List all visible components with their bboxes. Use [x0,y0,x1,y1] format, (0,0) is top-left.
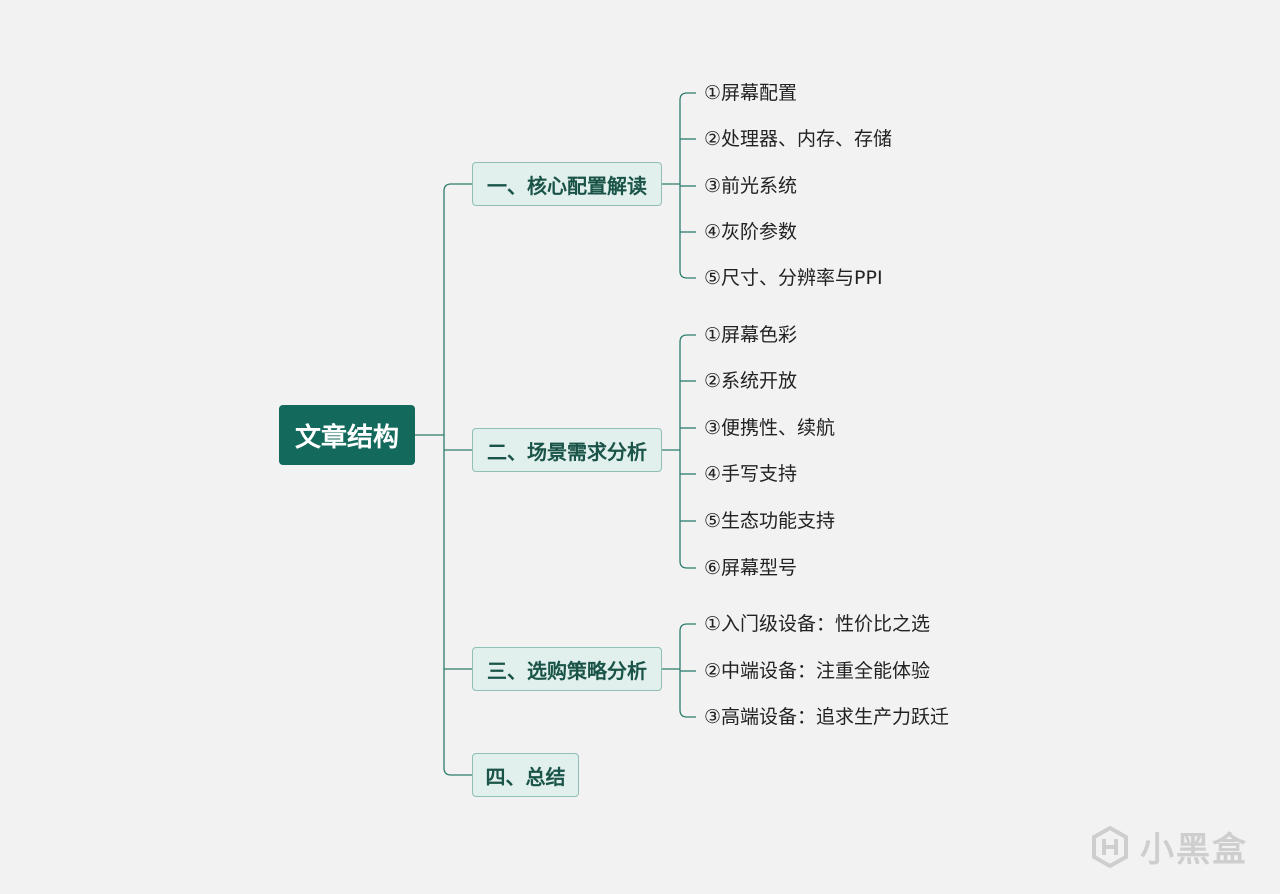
leaf-node: ⑤生态功能支持 [704,510,836,532]
branch-node-1: 一、核心配置解读 [472,162,662,206]
leaf-node: ④灰阶参数 [704,221,798,243]
leaf-node: ③便携性、续航 [704,417,836,439]
leaf-node: ①屏幕配置 [704,82,798,104]
branch-node-4: 四、总结 [472,753,579,797]
leaf-node: ②系统开放 [704,370,798,392]
watermark: 小黑盒 [1088,822,1248,871]
leaf-node: ③高端设备：追求生产力跃迁 [704,706,950,728]
leaf-node: ⑤尺寸、分辨率与PPI [704,267,883,289]
leaf-node: ⑥屏幕型号 [704,557,798,579]
leaf-node: ②处理器、内存、存储 [704,128,893,150]
leaf-node: ④手写支持 [704,463,798,485]
leaf-node: ①入门级设备：性价比之选 [704,613,931,635]
branch-2-leaf-bracket [679,334,696,569]
branch-node-3: 三、选购策略分析 [472,647,662,691]
leaf-node: ②中端设备：注重全能体验 [704,660,931,682]
root-node: 文章结构 [279,405,415,465]
heybox-logo-icon [1092,825,1128,868]
leaf-node: ③前光系统 [704,175,798,197]
watermark-text: 小黑盒 [1140,830,1248,870]
branch-node-2: 二、场景需求分析 [472,428,662,472]
leaf-node: ①屏幕色彩 [704,324,798,346]
trunk-line [443,183,452,776]
